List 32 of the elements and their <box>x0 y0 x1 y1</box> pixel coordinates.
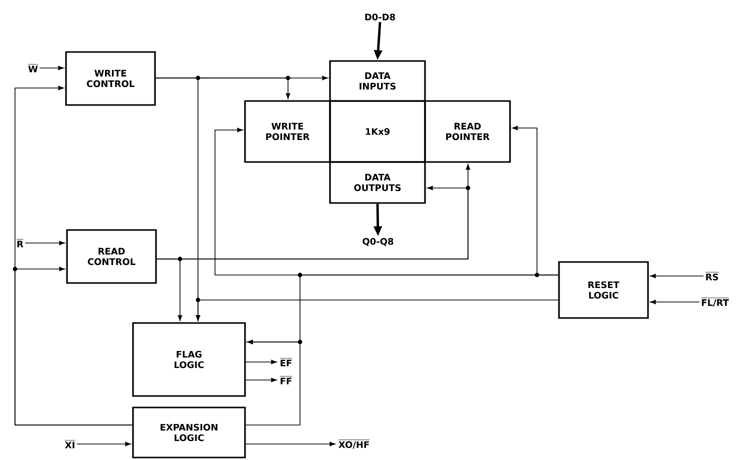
arrow <box>76 442 131 446</box>
block-box: 1Kx9 <box>329 100 426 163</box>
arrow <box>245 360 277 364</box>
signal-name: D0-D8 <box>365 14 396 20</box>
arrow <box>39 66 64 70</box>
arrow <box>245 442 336 446</box>
signal-name: FF <box>280 376 292 384</box>
signal-name: XO/HF <box>338 440 370 449</box>
signal-name: R <box>16 239 24 248</box>
block-box: DATA OUTPUTS <box>329 161 426 204</box>
signal-name: Q0-Q8 <box>362 238 394 246</box>
arrow <box>650 300 700 304</box>
block-box: EXPANSION LOGIC <box>132 406 246 458</box>
block-box: DATA INPUTS <box>329 60 426 102</box>
arrow <box>650 274 704 278</box>
arrow <box>156 258 182 321</box>
block-box: FLAG LOGIC <box>132 322 246 397</box>
block-box: WRITE CONTROL <box>65 51 156 106</box>
signal-name: FL/RT <box>700 298 730 307</box>
block-box: RESET LOGIC <box>558 261 649 319</box>
signal-name: XI <box>64 440 76 448</box>
arrow <box>245 378 277 382</box>
signal-name: W <box>28 64 38 72</box>
arrow <box>14 266 133 426</box>
block-box: READ POINTER <box>424 100 511 163</box>
block-box: WRITE POINTER <box>244 100 331 163</box>
arrow <box>245 340 300 426</box>
arrow <box>196 300 559 321</box>
block-box: READ CONTROL <box>66 229 157 284</box>
arrow <box>24 240 65 246</box>
signal-name: EF <box>280 358 292 366</box>
signal-name: RS <box>705 272 719 280</box>
